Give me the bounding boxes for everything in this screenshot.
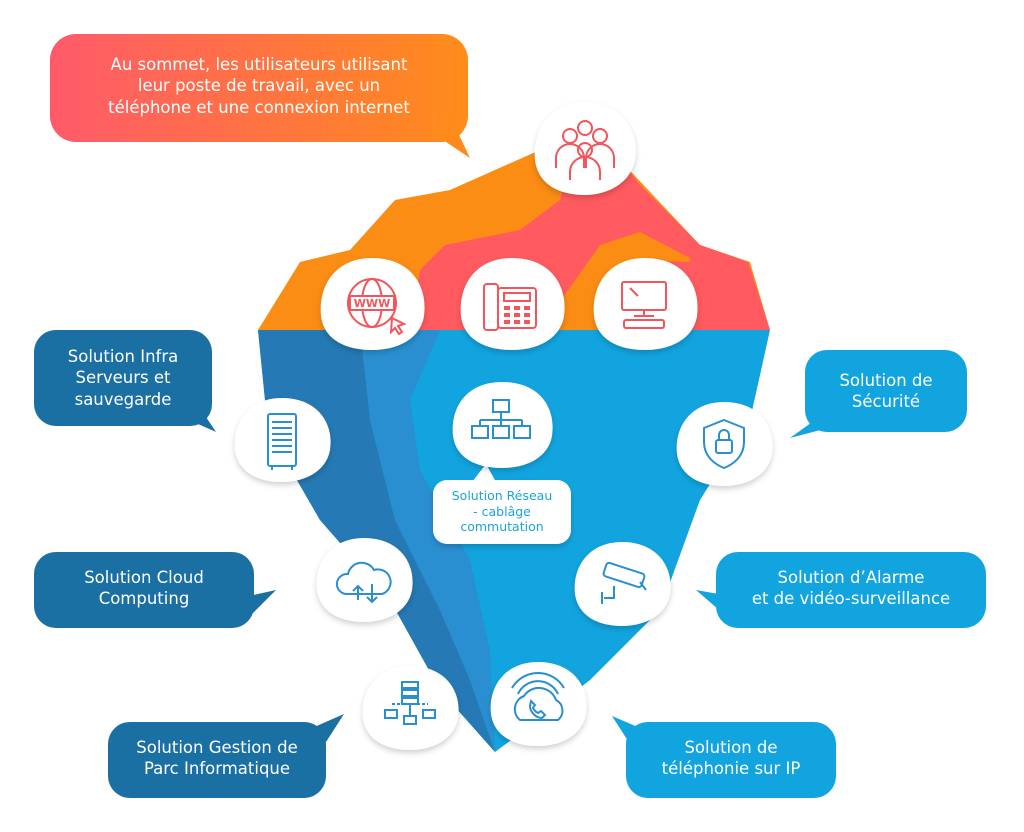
callout-cloud-line-1: Solution Cloud	[84, 568, 204, 587]
callout-securite: Solution de Sécurité	[805, 350, 967, 432]
callout-reseau-line-3: commutation	[460, 519, 544, 535]
callout-cloud-line-2: Computing	[98, 589, 190, 609]
it-management-icon	[362, 666, 459, 750]
desk-phone-icon	[460, 258, 565, 350]
shield-lock-icon	[676, 402, 773, 486]
callout-securite-line-1: Solution de	[839, 371, 933, 390]
voip-phone-icon	[490, 662, 587, 746]
callout-gestion-line-2: Parc Informatique	[143, 759, 291, 779]
callout-top-users: Au sommet, les utilisateurs utilisant le…	[50, 34, 468, 142]
bubble-gestion	[108, 714, 344, 798]
callout-reseau-line-1: Solution Réseau	[451, 488, 553, 503]
iceberg-bottom-mid-face	[360, 330, 495, 752]
cloud-sync-icon	[316, 538, 413, 622]
bubble-telephonie	[612, 716, 836, 798]
callout-alarme: Solution d’Alarme et de vidéo-surveillan…	[716, 552, 986, 628]
www-label: WWW	[354, 297, 390, 310]
bubble-infra	[34, 330, 216, 432]
bubble-securite	[790, 350, 967, 438]
bubble-top	[50, 34, 470, 158]
callout-reseau-line-2: - cablâge	[473, 503, 531, 519]
callout-gestion-line-1: Solution Gestion de	[136, 738, 298, 757]
callout-alarme-line-1: Solution d’Alarme	[777, 568, 925, 587]
callout-top-line-1: Au sommet, les utilisateurs utilisant	[110, 55, 408, 74]
callout-infra: Solution Infra Serveurs et sauvegarde	[34, 330, 212, 426]
bubble-reseau	[433, 464, 571, 544]
server-rack-icon	[234, 398, 331, 482]
callout-reseau: Solution Réseau - cablâge commutation	[433, 480, 571, 544]
callout-securite-line-2: Sécurité	[851, 392, 921, 412]
callout-alarme-line-2: et de vidéo-surveillance	[751, 589, 951, 609]
bubble-cloud	[34, 552, 276, 628]
network-icon	[452, 382, 553, 468]
callout-gestion: Solution Gestion de Parc Informatique	[108, 722, 326, 798]
bubble-alarme	[696, 552, 986, 628]
security-camera-icon	[574, 542, 671, 626]
callout-cloud: Solution Cloud Computing	[34, 552, 254, 628]
users-icon	[534, 102, 636, 195]
callout-top-line-2: leur poste de travail, avec un	[137, 76, 381, 96]
callout-infra-line-1: Solution Infra	[67, 347, 179, 366]
globe-www-icon: WWW	[320, 258, 425, 350]
callout-top-line-3: téléphone et une connexion internet	[108, 97, 410, 117]
callout-infra-line-3: sauvegarde	[74, 389, 172, 409]
callout-telephonie-line-1: Solution de	[684, 738, 778, 757]
callout-telephonie-line-2: téléphonie sur IP	[661, 759, 801, 779]
computer-icon	[593, 258, 698, 350]
callout-telephonie: Solution de téléphonie sur IP	[626, 722, 836, 798]
callout-infra-line-2: Serveurs et	[75, 368, 171, 388]
